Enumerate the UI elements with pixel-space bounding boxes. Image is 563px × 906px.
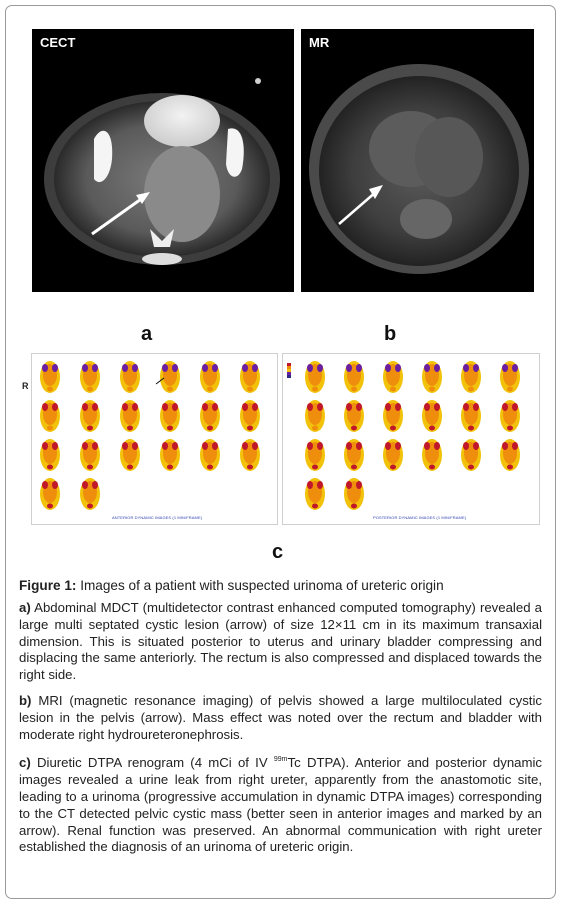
cect-image: CECT [32, 29, 294, 292]
renogram-frame [40, 478, 60, 510]
renogram-frame [305, 478, 325, 510]
caption-a: a) Abdominal MDCT (multidetector contras… [19, 600, 542, 684]
figure-caption: a) Abdominal MDCT (multidetector contras… [19, 600, 542, 865]
renogram-frame [344, 439, 364, 471]
leak-arrow [155, 377, 165, 385]
color-scale-segment [287, 372, 291, 375]
renogram-frame [344, 400, 364, 432]
renogram-frame [461, 400, 481, 432]
renogram-frame [80, 478, 100, 510]
panel-letter-c: c [272, 541, 284, 563]
caption-b-text: MRI (magnetic resonance imaging) of pelv… [19, 692, 542, 742]
renogram-frame [344, 361, 364, 393]
color-scale-segment [287, 375, 291, 378]
renogram-frame [461, 361, 481, 393]
renogram-frame [383, 361, 403, 393]
renogram-frame [500, 400, 520, 432]
renogram-frame [80, 439, 100, 471]
renogram-frame [120, 400, 140, 432]
caption-b-label: b) [19, 692, 32, 708]
figure-title-text: Images of a patient with suspected urino… [80, 578, 444, 593]
renogram-frame [461, 439, 481, 471]
renogram-frame [305, 361, 325, 393]
renogram-frame [422, 361, 442, 393]
renogram-frame [80, 361, 100, 393]
renogram-frame [422, 400, 442, 432]
panel-letter-b: b [384, 323, 397, 345]
caption-c: c) Diuretic DTPA renogram (4 mCi of IV 9… [19, 752, 542, 856]
mr-label: MR [309, 35, 330, 50]
renogram-frame [240, 439, 260, 471]
caption-c-text-1: Diuretic DTPA renogram (4 mCi of IV [36, 755, 274, 771]
renogram-frame [40, 361, 60, 393]
panel-letter-a: a [141, 323, 153, 345]
caption-c-isotope: 99m [273, 756, 288, 764]
figure-title: Figure 1: Images of a patient with suspe… [19, 578, 444, 593]
renogram-frame [240, 400, 260, 432]
color-scale-segment [287, 360, 291, 363]
renogram-frame [160, 361, 180, 393]
renogram-frame [200, 439, 220, 471]
renogram-frame [200, 361, 220, 393]
caption-c-label: c) [19, 755, 31, 771]
cect-label: CECT [40, 35, 76, 50]
color-scale-segment [287, 369, 291, 372]
renogram-frame [40, 400, 60, 432]
caption-c-text-2: Tc DTPA). Anterior and posterior dynamic… [19, 755, 543, 855]
caption-a-text: Abdominal MDCT (multidetector contrast e… [19, 600, 543, 683]
renogram-frame [160, 400, 180, 432]
renogram-frame [160, 439, 180, 471]
color-scale-segment [287, 366, 291, 369]
renogram-frame [500, 439, 520, 471]
caption-b: b) MRI (magnetic resonance imaging) of p… [19, 693, 542, 743]
anterior-caption: ANTERIOR DYNAMIC IMAGES (1 MIN/FRAME) [112, 515, 203, 520]
renogram-frame [305, 400, 325, 432]
renogram-anterior: ANTERIOR DYNAMIC IMAGES (1 MIN/FRAME) [31, 353, 278, 525]
renogram-frame [500, 361, 520, 393]
renogram-frame [383, 439, 403, 471]
figure-label: Figure 1: [19, 578, 77, 593]
renogram-frame [383, 400, 403, 432]
renogram-frame [80, 400, 100, 432]
color-scale-segment [287, 363, 291, 366]
renogram-frame [40, 439, 60, 471]
posterior-caption: POSTERIOR DYNAMIC IMAGES (1 MIN/FRAME) [373, 515, 467, 520]
renogram-frame [120, 439, 140, 471]
renogram-frame [422, 439, 442, 471]
renogram-frame [120, 361, 140, 393]
renogram-frame [200, 400, 220, 432]
renogram-posterior: POSTERIOR DYNAMIC IMAGES (1 MIN/FRAME) [282, 353, 540, 525]
renogram-frame [240, 361, 260, 393]
caption-a-label: a) [19, 600, 31, 615]
right-side-marker: R [22, 381, 29, 391]
mr-image: MR [301, 29, 534, 292]
renogram-frame [344, 478, 364, 510]
renogram-frame [305, 439, 325, 471]
